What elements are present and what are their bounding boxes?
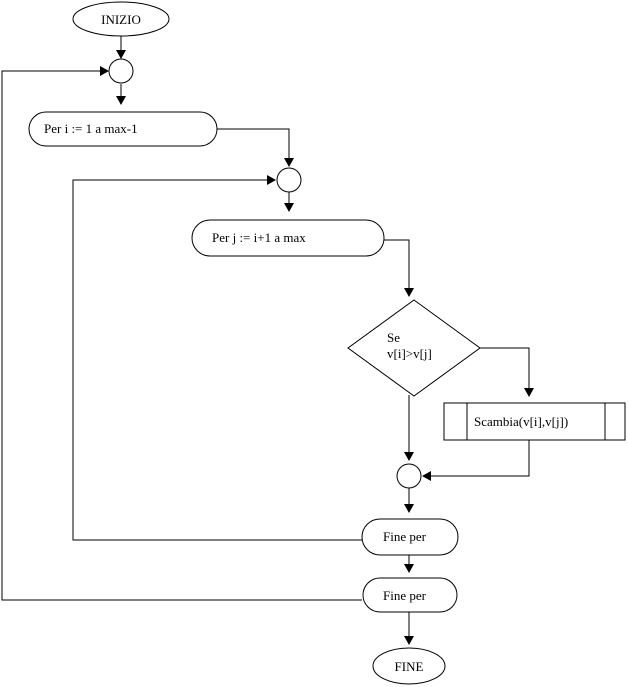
arrowheads [100, 50, 534, 645]
inner-loop-label: Per j := i+1 a max [212, 230, 306, 245]
outer-end-label: Fine per [383, 588, 427, 603]
condition-node: Se v[i]>v[j] [347, 299, 481, 397]
arrowhead-down-outer-loop [116, 96, 126, 105]
arrowhead-down-condition [404, 288, 414, 297]
end-node: FINE [372, 647, 446, 685]
outer-end-shape [362, 577, 458, 613]
inner-loop-node: Per j := i+1 a max [191, 219, 385, 257]
edge-outer-loop-to-junction-2 [216, 128, 290, 165]
inner-end-shape [361, 518, 459, 556]
condition-diamond-shape [347, 299, 481, 397]
edge-condition-to-swap [480, 347, 530, 396]
arrowhead-right-junction-1 [100, 66, 109, 76]
start-terminal-shape [72, 1, 170, 37]
arrowhead-down-end [404, 636, 414, 645]
end-terminal-shape [372, 647, 446, 685]
arrowhead-down-junction-2 [284, 158, 294, 167]
swap-label: Scambia(v[i],v[j]) [474, 414, 568, 429]
start-node: INIZIO [72, 1, 170, 37]
inner-end-label: Fine per [383, 529, 427, 544]
edge-outer-loop-back [1, 70, 362, 601]
arrowhead-right-junction-2 [267, 175, 276, 185]
arrowhead-down-outer-end [404, 564, 414, 573]
arrowhead-down-inner-end [404, 504, 414, 513]
edge-inner-loop-to-condition [383, 239, 410, 294]
arrowhead-down-junction-1 [116, 50, 126, 59]
junction-circle-3 [396, 463, 422, 489]
inner-end-node: Fine per [361, 518, 459, 556]
edge-inner-loop-back [72, 179, 362, 541]
condition-label-line1: Se [387, 330, 400, 345]
junction-circle-2 [276, 167, 302, 193]
start-label: INIZIO [101, 12, 141, 27]
inner-loop-shape [191, 219, 385, 257]
arrowhead-down-inner-loop [284, 203, 294, 212]
outer-end-node: Fine per [362, 577, 458, 613]
condition-label-line2: v[i]>v[j] [387, 346, 432, 361]
swap-node: Scambia(v[i],v[j]) [443, 402, 626, 441]
edges [1, 36, 530, 643]
outer-loop-label: Per i := 1 a max-1 [44, 121, 138, 136]
arrowhead-down-junction-3 [404, 452, 414, 461]
edge-swap-to-junction-3 [428, 440, 530, 477]
swap-subprocess-shape [443, 402, 626, 441]
junction-circle-1 [108, 58, 134, 84]
end-label: FINE [395, 659, 424, 674]
arrowhead-left-junction-3 [422, 471, 431, 481]
arrowhead-down-swap [524, 388, 534, 397]
outer-loop-shape [28, 111, 218, 147]
outer-loop-node: Per i := 1 a max-1 [28, 111, 218, 147]
